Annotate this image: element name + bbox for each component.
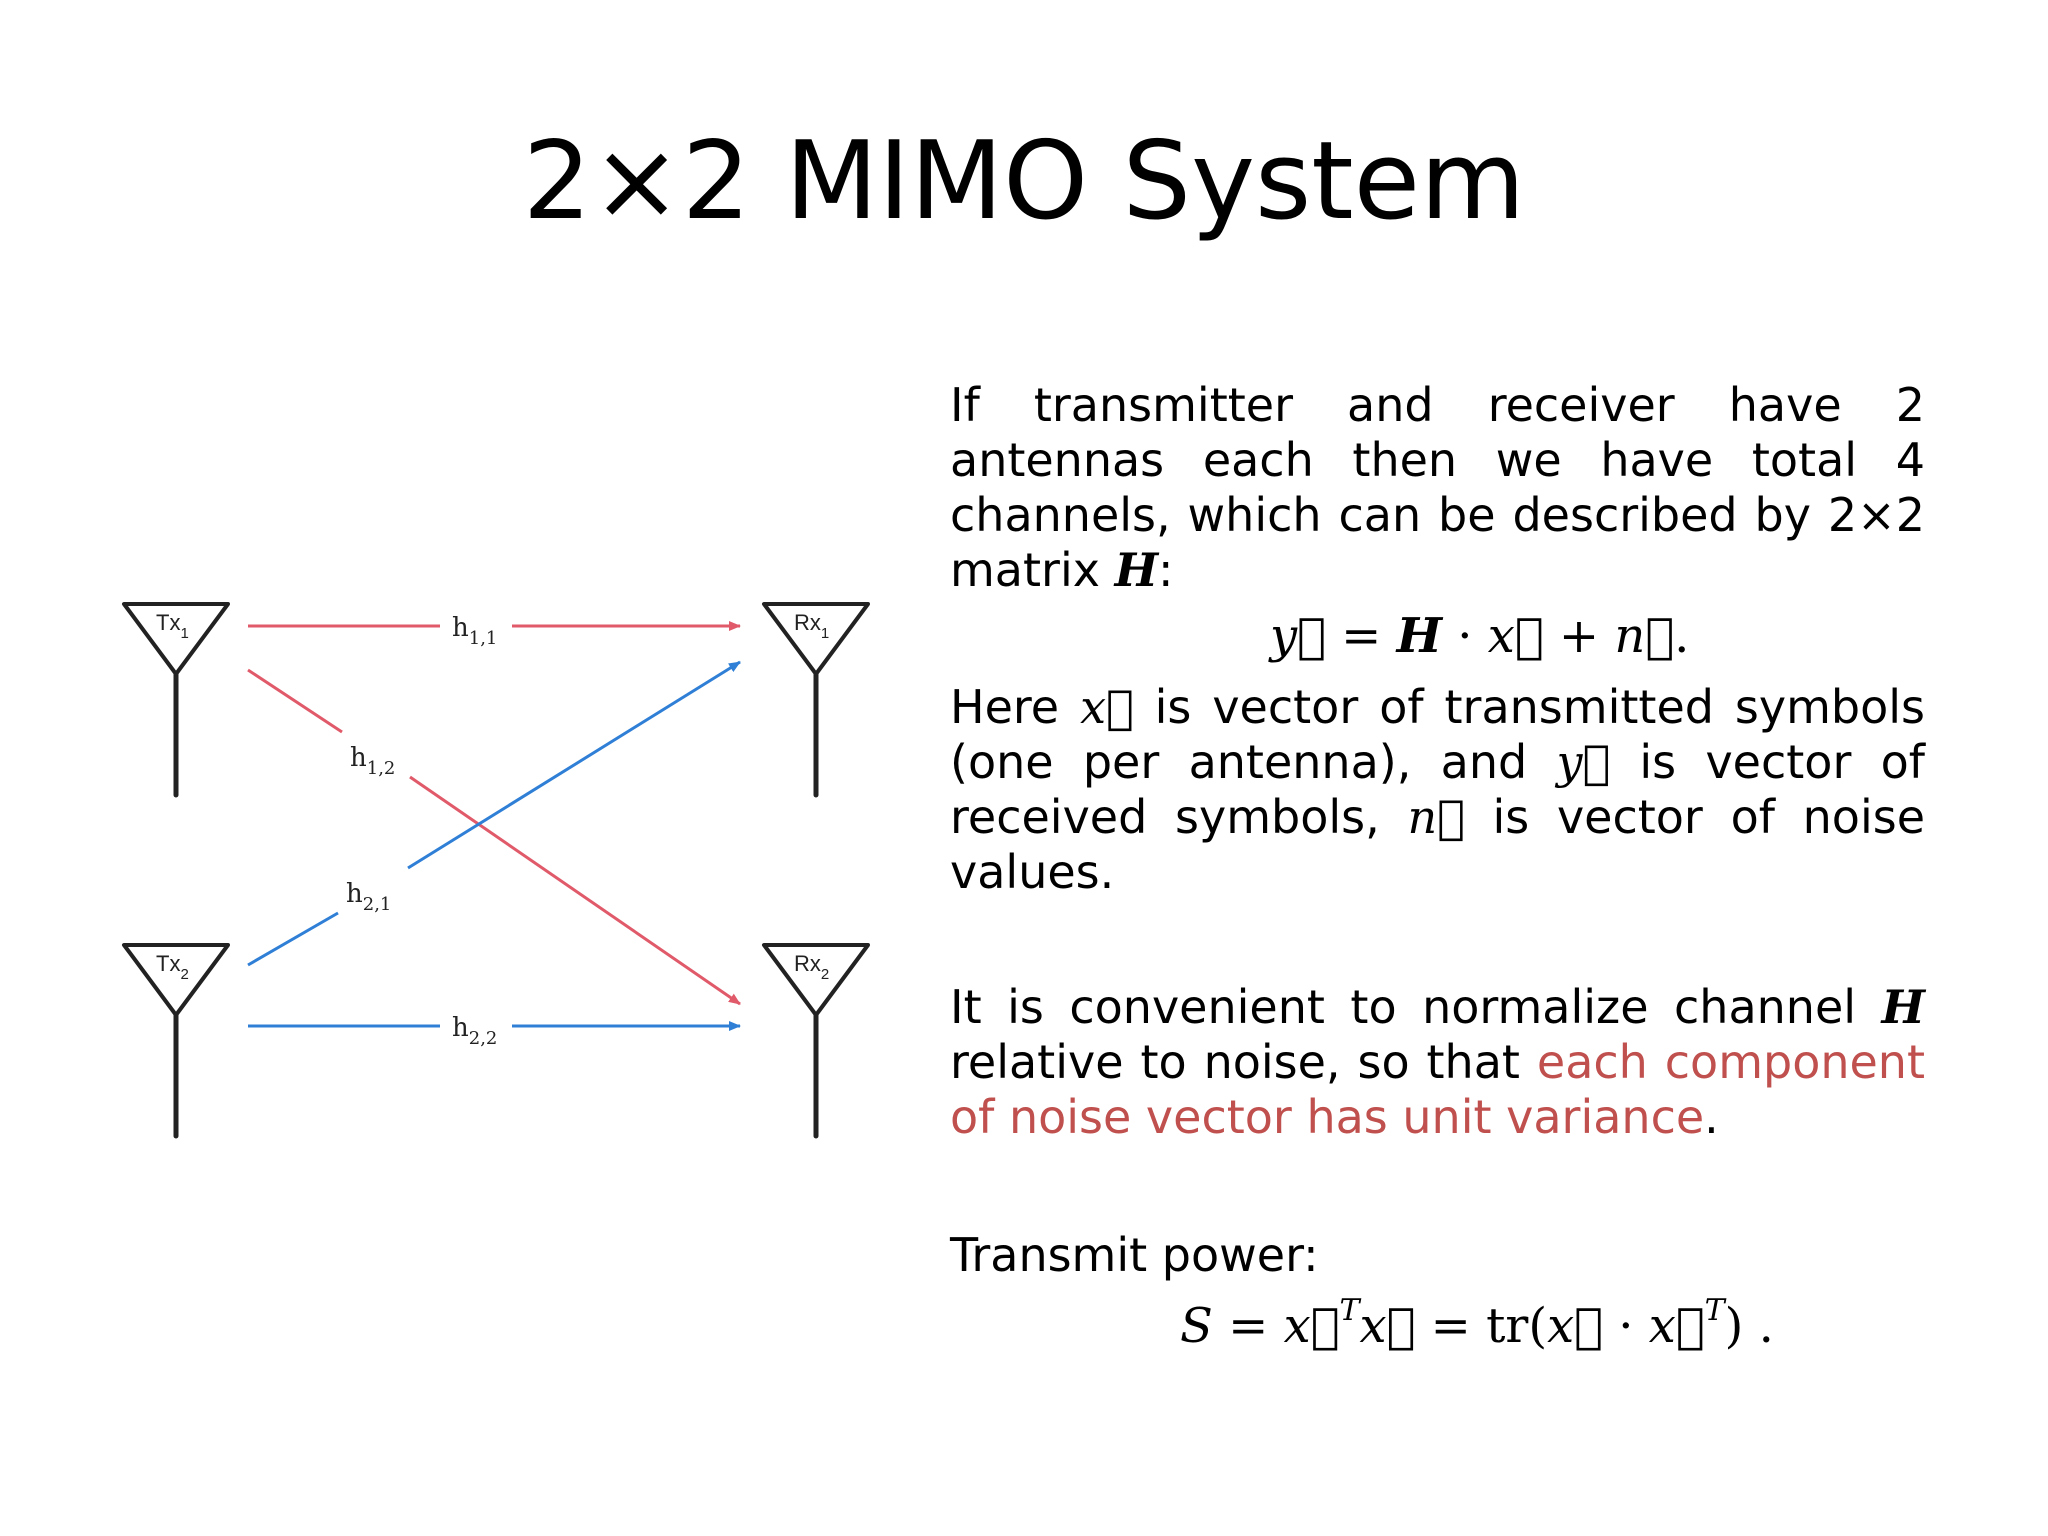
rx1-antenna: Rx1 bbox=[762, 602, 870, 798]
tx2-label: Tx2 bbox=[156, 951, 189, 983]
tx1-label: Tx1 bbox=[156, 610, 189, 642]
rx2-antenna: Rx2 bbox=[762, 943, 870, 1139]
tx1-antenna: Tx1 bbox=[122, 602, 230, 798]
equation-transmit-power: S = x⃗Tx⃗ = tr(x⃗ · x⃗T) . bbox=[1180, 1293, 1774, 1354]
slide-title: 2×2 MIMO System bbox=[522, 119, 1526, 244]
transmit-power-label: Transmit power: bbox=[950, 1228, 1319, 1282]
paragraph-vectors: Here x⃗ is vector of transmitted symbols… bbox=[950, 680, 1926, 899]
h21-label: h2,1 bbox=[346, 879, 391, 915]
h12-label: h1,2 bbox=[350, 743, 395, 779]
paragraph-channels: If transmitter and receiver have 2 anten… bbox=[950, 378, 1925, 597]
rx2-label: Rx2 bbox=[794, 951, 829, 983]
h11-label: h1,1 bbox=[452, 613, 497, 649]
channel-h12: h1,2 bbox=[247, 668, 741, 1006]
highlight-unit-variance: each component of noise vector has unit … bbox=[950, 1035, 1925, 1144]
paragraph-normalize: It is convenient to normalize channel H … bbox=[950, 980, 1925, 1144]
rx1-label: Rx1 bbox=[794, 610, 829, 642]
channel-h11: h1,1 bbox=[248, 613, 741, 649]
mimo-diagram: Tx1 Tx2 Rx1 Rx2 h1,1 h1,2 h2,1 h bbox=[122, 602, 870, 1139]
h22-label: h2,2 bbox=[452, 1013, 497, 1049]
channel-h22: h2,2 bbox=[248, 1013, 741, 1049]
tx2-antenna: Tx2 bbox=[122, 943, 230, 1139]
matrix-h-symbol: H bbox=[1114, 543, 1159, 597]
equation-system-model: y⃗ = H · x⃗ + n⃗. bbox=[1270, 608, 1690, 664]
channel-h21: h2,1 bbox=[247, 660, 741, 967]
